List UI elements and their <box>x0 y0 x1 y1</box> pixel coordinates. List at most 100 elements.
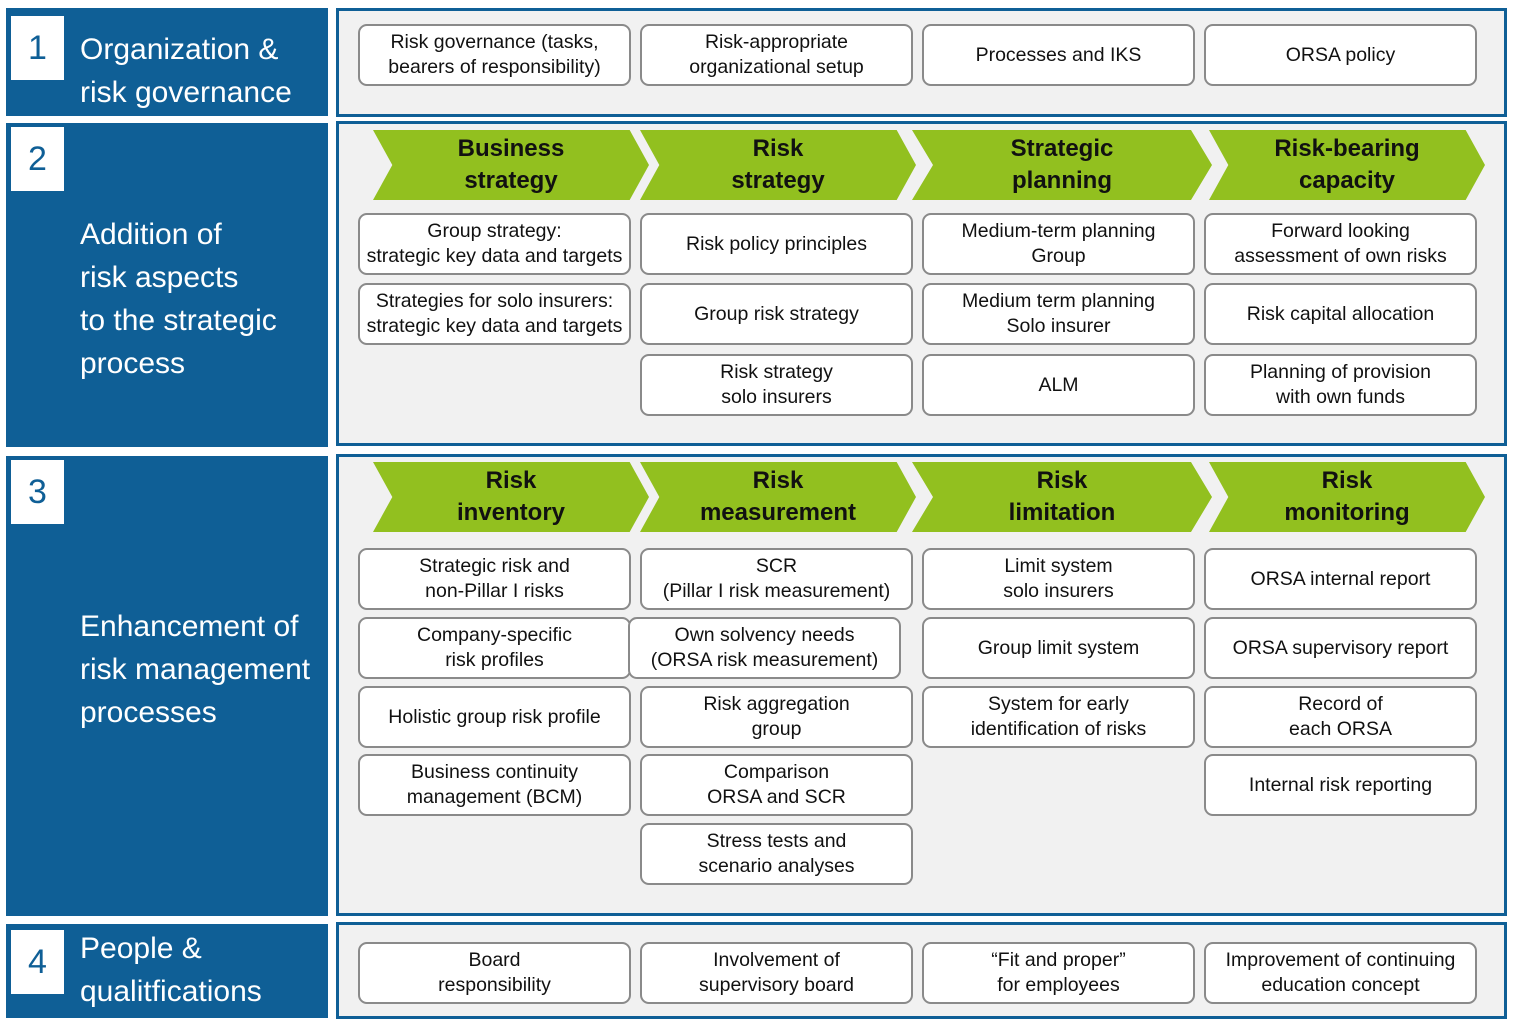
chevron-risk-monitoring: Risk monitoring <box>1209 462 1485 532</box>
box-line: Forward looking <box>1271 220 1410 242</box>
section-4-number: 4 <box>11 930 64 994</box>
scr-box: SCR(Pillar I risk measurement) <box>640 548 913 610</box>
risk-aggregation-box: Risk aggregation group <box>640 686 913 748</box>
box-line: Strategies for solo insurers: <box>375 290 614 312</box>
section-4-title-line: qualitfications <box>80 975 262 1008</box>
box-line: Risk aggregation <box>703 693 850 715</box>
box-line: Record of <box>1298 693 1383 715</box>
box-line: organizational setup <box>689 56 864 78</box>
box-line: Risk policy principles <box>686 232 867 255</box>
box-line: assessment of own risks <box>1234 245 1447 267</box>
box-line: identification of risks <box>970 718 1147 740</box>
box-line: for employees <box>997 974 1120 996</box>
box-line: solo insurers <box>721 386 832 408</box>
chevron-line: strategy <box>731 167 825 194</box>
alm-box: ALM <box>922 354 1195 416</box>
orsa-policy-box: ORSA policy <box>1204 24 1477 86</box>
box-line: Holistic group risk profile <box>388 705 601 728</box>
box-line: Own solvency needs <box>674 624 855 646</box>
chevron-line: Risk <box>1321 467 1373 494</box>
box-line: Risk-appropriate <box>704 31 849 53</box>
box-line: ORSA policy <box>1285 43 1396 66</box>
box-line: Comparison <box>723 761 830 783</box>
chevron-line: Risk <box>485 467 537 494</box>
chevron-line: inventory <box>456 499 566 526</box>
box-line: ORSA internal report <box>1250 567 1431 590</box>
processes-iks-box: Processes and IKS <box>922 24 1195 86</box>
section-3-title-line: processes <box>80 696 217 729</box>
chevron-line: monitoring <box>1284 499 1410 526</box>
box-line: education concept <box>1261 974 1420 996</box>
box-line: ORSA supervisory report <box>1232 636 1449 659</box>
section-4-title: People & qualitfications <box>80 927 262 1013</box>
chevron-risk-measurement: Risk measurement <box>640 462 916 532</box>
record-orsa-box: Record of each ORSA <box>1204 686 1477 748</box>
chevron-risk-inventory: Risk inventory <box>373 462 649 532</box>
group-limit-system-box: Group limit system <box>922 617 1195 679</box>
section-2-sidebar: 2 Addition of risk aspects to the strate… <box>6 123 328 447</box>
chevron-line: Risk <box>1036 467 1088 494</box>
section-3-title: Enhancement of risk management processes <box>80 605 310 734</box>
section-1-sidebar: 1 Organization & risk governance <box>6 8 328 116</box>
company-risk-profiles-box: Company-specific risk profiles <box>358 617 631 679</box>
box-line: Business continuity <box>411 761 578 783</box>
box-line: System for early <box>988 693 1129 715</box>
box-line: strategic key data and targets <box>366 245 623 267</box>
box-line: Involvement of <box>713 949 840 971</box>
box-line: SCR <box>755 555 798 577</box>
box-line: scenario analyses <box>698 855 855 877</box>
box-line: “Fit and proper” <box>991 949 1126 971</box>
box-line: ALM <box>1038 373 1079 396</box>
box-line: each ORSA <box>1289 718 1392 740</box>
box-line: Improvement of continuing <box>1225 949 1456 971</box>
chevron-line: capacity <box>1298 167 1396 194</box>
chevron-risk-strategy: Risk strategy <box>640 130 916 200</box>
box-line: Group risk strategy <box>694 302 859 325</box>
box-line: strategic key data and targets <box>366 315 623 337</box>
box-line: risk profiles <box>445 649 544 671</box>
own-solvency-needs-box: Own solvency needs (ORSA risk measurement… <box>628 617 901 679</box>
section-1-number: 1 <box>11 16 64 80</box>
stress-tests-box: Stress tests and scenario analyses <box>640 823 913 885</box>
chevron-line: Risk <box>752 467 804 494</box>
education-concept-box: Improvement of continuing education conce… <box>1204 942 1477 1004</box>
section-2-number: 2 <box>11 127 64 191</box>
risk-policy-principles-box: Risk policy principles <box>640 213 913 275</box>
section-1-panel: Risk governance (tasks,bearers of respon… <box>336 8 1507 117</box>
fit-and-proper-box: “Fit and proper” for employees <box>922 942 1195 1004</box>
section-3-title-line: risk management <box>80 653 311 686</box>
box-line: Group <box>1031 245 1086 267</box>
box-line: Company-specific <box>417 624 572 646</box>
chevron-line: strategy <box>464 167 558 194</box>
box-line: (ORSA risk measurement) <box>650 649 879 671</box>
chevron-line: Risk <box>752 135 804 162</box>
box-line: Strategic risk and <box>419 555 570 577</box>
chevron-line: measurement <box>699 499 857 526</box>
box-line: Medium term planning <box>962 290 1155 312</box>
risk-strategy-solo-box: Risk strategy solo insurers <box>640 354 913 416</box>
section-1-title: Organization & risk governance <box>80 28 292 114</box>
box-line: Risk governance (tasks, <box>390 31 599 53</box>
section-2-title-line: process <box>80 347 186 380</box>
box-line: Stress tests and <box>706 830 847 852</box>
orsa-internal-report-box: ORSA internal report <box>1204 548 1477 610</box>
chevron-line: planning <box>1012 167 1112 194</box>
box-line: Group strategy: <box>427 220 562 242</box>
box-line: supervisory board <box>699 974 854 996</box>
box-line: group <box>751 718 802 740</box>
box-line: Risk strategy <box>720 361 833 383</box>
